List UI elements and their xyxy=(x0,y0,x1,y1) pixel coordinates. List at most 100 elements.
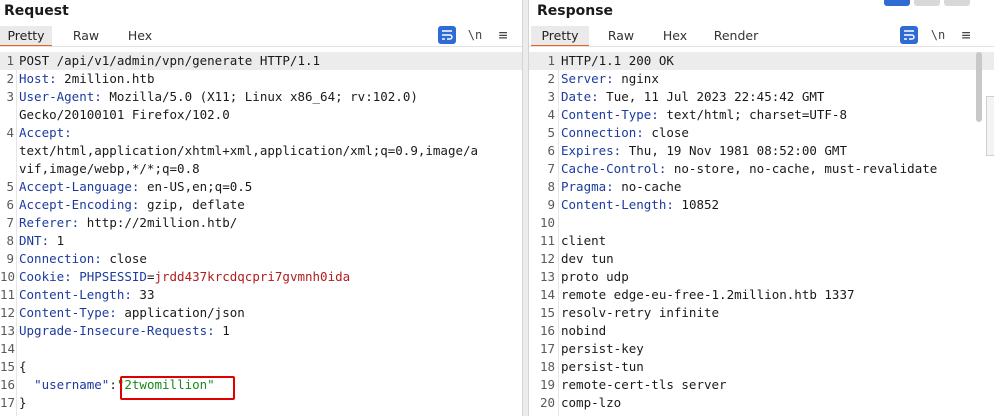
line-text: "username":"2twomillion" xyxy=(19,376,215,394)
line-text: Upgrade-Insecure-Requests: 1 xyxy=(19,322,230,340)
word-wrap-icon[interactable] xyxy=(900,26,918,44)
line-number: 17 xyxy=(539,341,555,356)
code-line: 12 dev tun xyxy=(529,250,994,268)
header-value: Mozilla/5.0 (X11; Linux x86_64; rv:102.0… xyxy=(101,89,418,104)
layout-vertical-button[interactable] xyxy=(914,0,940,6)
response-tab-raw[interactable]: Raw xyxy=(607,28,635,43)
header-value: no-store, no-cache, must-revalidate xyxy=(666,161,938,176)
header-name: Cookie: xyxy=(19,269,72,284)
line-text: POST /api/v1/admin/vpn/generate HTTP/1.1 xyxy=(19,53,321,68)
layout-tabs-button[interactable] xyxy=(944,0,970,6)
header-value: Thu, 19 Nov 1981 08:52:00 GMT xyxy=(621,143,847,158)
code-line: 17} xyxy=(0,394,522,412)
line-text: dev tun xyxy=(561,251,614,266)
response-scrollbar[interactable] xyxy=(976,52,982,122)
pane-splitter[interactable] xyxy=(522,0,529,416)
header-name: Accept: xyxy=(19,125,72,140)
header-value: 1 xyxy=(214,323,230,338)
menu-icon[interactable]: ≡ xyxy=(961,26,971,44)
request-tab-hex[interactable]: Hex xyxy=(127,28,153,43)
response-tab-hex[interactable]: Hex xyxy=(662,28,688,43)
request-tabs: Pretty Raw Hex xyxy=(0,26,522,47)
line-text: Pragma: no-cache xyxy=(561,178,681,196)
newline-toggle-icon[interactable]: \n xyxy=(467,28,483,42)
line-number: 15 xyxy=(0,359,16,374)
json-value: "2twomillion" xyxy=(116,377,215,392)
request-tab-raw[interactable]: Raw xyxy=(72,28,100,43)
line-number: 12 xyxy=(539,251,555,266)
line-number: 5 xyxy=(6,179,14,194)
line-text: resolv-retry infinite xyxy=(561,305,720,320)
line-number: 19 xyxy=(539,377,555,392)
request-tab-pretty[interactable]: Pretty xyxy=(0,26,52,47)
header-name: Cache-Control: xyxy=(561,161,667,176)
newline-toggle-icon[interactable]: \n xyxy=(930,28,946,42)
header-name: Date: xyxy=(561,89,599,104)
line-number: 9 xyxy=(6,251,14,266)
response-gutter xyxy=(558,52,559,416)
response-tab-pretty[interactable]: Pretty xyxy=(531,26,589,47)
header-name: Content-Type: xyxy=(561,107,659,122)
request-title: Request xyxy=(4,3,69,19)
header-value: 1 xyxy=(49,233,65,248)
response-tab-render[interactable]: Render xyxy=(713,28,759,43)
line-text: Content-Length: 33 xyxy=(19,286,154,304)
line-number: 9 xyxy=(547,197,555,212)
line-text: Cookie: PHPSESSID=jrdd437krcdqcpri7gvmnh… xyxy=(19,268,350,286)
line-text: Connection: close xyxy=(561,124,689,142)
line-number: 1 xyxy=(547,53,555,68)
line-text: Accept: xyxy=(19,124,72,142)
code-line: 13 proto udp xyxy=(529,268,994,286)
cookie-value: jrdd437krcdqcpri7gvmnh0ida xyxy=(154,269,351,284)
header-name: Accept-Language: xyxy=(19,179,140,194)
line-number: 12 xyxy=(0,305,16,320)
response-title: Response xyxy=(537,3,614,19)
line-number: 15 xyxy=(539,305,555,320)
line-text: persist-tun xyxy=(561,359,644,374)
header-name: Host: xyxy=(19,71,57,86)
code-line: 11 client xyxy=(529,232,994,250)
line-text: proto udp xyxy=(561,269,629,284)
header-name: Connection: xyxy=(19,251,102,266)
line-text: Date: Tue, 11 Jul 2023 22:45:42 GMT xyxy=(561,88,824,106)
line-text: client xyxy=(561,233,607,248)
request-editor[interactable]: 1 POST /api/v1/admin/vpn/generate HTTP/1.… xyxy=(0,52,522,412)
line-text: User-Agent: Mozilla/5.0 (X11; Linux x86_… xyxy=(19,88,418,106)
line-text: Content-Type: text/html; charset=UTF-8 xyxy=(561,106,847,124)
word-wrap-icon[interactable] xyxy=(438,26,456,44)
line-number: 11 xyxy=(539,233,555,248)
header-value: 2million.htb xyxy=(56,71,155,86)
cookie-name: PHPSESSID xyxy=(79,269,147,284)
layout-side-by-side-button[interactable] xyxy=(884,0,910,6)
line-number: 16 xyxy=(0,377,16,392)
line-number: 13 xyxy=(539,269,555,284)
line-number: 8 xyxy=(6,233,14,248)
code-line: 15 resolv-retry infinite xyxy=(529,304,994,322)
header-value: http://2million.htb/ xyxy=(79,215,238,230)
side-panel-edge[interactable] xyxy=(986,96,994,156)
line-number: 10 xyxy=(0,269,16,284)
response-tab-rule xyxy=(529,46,994,47)
cookie-separator: = xyxy=(146,269,155,284)
line-text: remote-cert-tls server xyxy=(561,377,727,392)
code-line: text/html,application/xhtml+xml,applicat… xyxy=(0,142,522,160)
line-number: 2 xyxy=(6,71,14,86)
line-number: 2 xyxy=(547,71,555,86)
line-number: 8 xyxy=(547,179,555,194)
line-text: Referer: http://2million.htb/ xyxy=(19,214,237,232)
header-name: Pragma: xyxy=(561,179,614,194)
menu-icon[interactable]: ≡ xyxy=(498,26,508,44)
line-text: Content-Length: 10852 xyxy=(561,196,719,214)
